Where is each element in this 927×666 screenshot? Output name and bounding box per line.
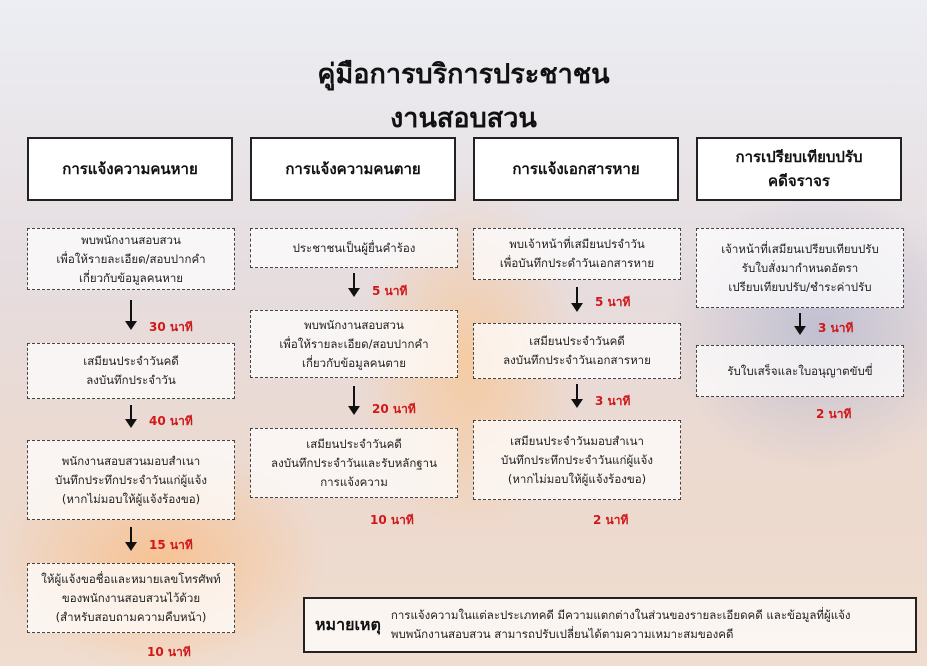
step-line: (หากไม่มอบให้ผู้แจ้งร้องขอ): [507, 471, 647, 486]
column-header-line: การเปรียบเทียบปรับ: [735, 148, 863, 166]
step-line: บันทึกประทึกประจำวันแก่ผู้แจ้ง: [501, 452, 653, 467]
step-duration: 3 นาที: [818, 321, 854, 335]
note-box: หมายเหตุ การแจ้งความในแต่ละประเภทคดี มีค…: [303, 597, 917, 653]
step-duration: 2 นาที: [593, 513, 629, 527]
step-line: เพื่อให้รายละเอียด/สอบปากคำ: [56, 251, 206, 266]
column-header: การเปรียบเทียบปรับคดีจราจร: [696, 137, 902, 201]
arrow-down-icon: [348, 386, 360, 415]
column-header-line: คดีจราจร: [768, 172, 830, 190]
step-duration: 20 นาที: [372, 402, 416, 416]
page-title: คู่มือการบริการประชาชน: [317, 59, 610, 90]
step-box: รับใบเสร็จและใบอนุญาตขับขี่: [696, 345, 904, 397]
step-line: เสมียนประจำวันมอบสำเนา: [510, 433, 644, 448]
step-line: ลงบันทึกประจำวันและรับหลักฐาน: [271, 455, 437, 470]
step-box: ประชาชนเป็นผู้ยื่นคำร้อง: [250, 228, 458, 268]
step-line: เจ้าหน้าที่เสมียนเปรียบเทียบปรับ: [721, 241, 879, 256]
step-box: เสมียนประจำวันคดีลงบันทึกประจำวันและรับห…: [250, 428, 458, 498]
step-line: พบพนักงานสอบสวน: [81, 232, 181, 247]
arrow-down-icon: [125, 300, 137, 330]
note-label: หมายเหตุ: [315, 614, 381, 634]
step-duration: 5 นาที: [595, 295, 631, 309]
step-duration: 15 นาที: [149, 538, 193, 552]
step-line: การแจ้งความ: [320, 474, 388, 489]
step-box: พบพนักงานสอบสวนเพื่อให้รายละเอียด/สอบปาก…: [27, 228, 235, 290]
step-line: ให้ผู้แจ้งขอชื่อและหมายเลขโทรศัพท์: [41, 571, 221, 586]
step-line: พบเจ้าหน้าที่เสมียนปรจำวัน: [509, 237, 645, 251]
step-duration: 5 นาที: [372, 284, 408, 298]
column-header: การแจ้งความคนหาย: [27, 137, 233, 201]
step-box: ให้ผู้แจ้งขอชื่อและหมายเลขโทรศัพท์ของพนั…: [27, 563, 235, 633]
arrow-down-icon: [571, 384, 583, 408]
note-line: พบพนักงานสอบสวน สามารถปรับเปลี่ยนได้ตามค…: [390, 627, 734, 641]
column-header: การแจ้งเอกสารหาย: [473, 137, 679, 201]
step-line: ประชาชนเป็นผู้ยื่นคำร้อง: [292, 240, 416, 255]
step-box: พบเจ้าหน้าที่เสมียนปรจำวันเพื่อบันทึกประ…: [473, 228, 681, 280]
step-duration: 2 นาที: [816, 407, 852, 421]
note-line: การแจ้งความในแต่ละประเภทคดี มีความแตกต่า…: [390, 608, 851, 622]
arrow-down-icon: [794, 313, 806, 335]
column-header-line: การแจ้งเอกสารหาย: [512, 160, 640, 178]
step-duration: 10 นาที: [147, 645, 191, 659]
step-box: เสมียนประจำวันคดีลงบันทึกประจำวันเอกสารห…: [473, 323, 681, 379]
step-line: เพื่อให้รายละเอียด/สอบปากคำ: [279, 336, 429, 351]
step-line: เสมียนประจำวันคดี: [83, 354, 179, 368]
step-duration: 40 นาที: [149, 414, 193, 428]
arrow-down-icon: [571, 287, 583, 312]
arrow-down-icon: [125, 405, 137, 428]
page-subtitle: งานสอบสวน: [390, 103, 537, 134]
step-line: พบพนักงานสอบสวน: [304, 317, 404, 332]
step-box: พนักงานสอบสวนมอบสำเนาบันทึกประทึกประจำวั…: [27, 440, 235, 520]
step-duration: 10 นาที: [370, 513, 414, 527]
step-box: เสมียนประจำวันคดีลงบันทึกประจำวัน: [27, 343, 235, 399]
step-line: ลงบันทึกประจำวัน: [86, 373, 176, 387]
step-line: ของพนักงานสอบสวนไว้ด้วย: [61, 590, 201, 605]
step-line: (สำหรับสอบถามความคืบหน้า): [55, 609, 207, 624]
step-box: เสมียนประจำวันมอบสำเนาบันทึกประทึกประจำว…: [473, 420, 681, 500]
step-duration: 3 นาที: [595, 394, 631, 408]
step-line: (หากไม่มอบให้ผู้แจ้งร้องขอ): [61, 491, 201, 506]
step-line: เสมียนประจำวันคดี: [529, 334, 625, 348]
column-header: การแจ้งความคนตาย: [250, 137, 456, 201]
step-line: พนักงานสอบสวนมอบสำเนา: [61, 453, 201, 468]
step-line: ลงบันทึกประจำวันเอกสารหาย: [503, 353, 651, 367]
step-box: พบพนักงานสอบสวนเพื่อให้รายละเอียด/สอบปาก…: [250, 310, 458, 378]
column-header-line: การแจ้งความคนตาย: [285, 160, 421, 178]
step-line: เพื่อบันทึกประดำวันเอกสารหาย: [499, 256, 655, 270]
step-box: เจ้าหน้าที่เสมียนเปรียบเทียบปรับรับใบสั่…: [696, 228, 904, 308]
step-line: เกี่ยวกับข้อมูลคนหาย: [78, 270, 184, 285]
step-duration: 30 นาที: [149, 320, 193, 334]
step-line: เปรียบเทียบปรับ/ชำระค่าปรับ: [728, 279, 872, 294]
column-header-line: การแจ้งความคนหาย: [62, 160, 198, 178]
step-line: รับใบเสร็จและใบอนุญาตขับขี่: [727, 363, 873, 378]
arrow-down-icon: [348, 273, 360, 297]
note-text: การแจ้งความในแต่ละประเภทคดี มีความแตกต่า…: [391, 606, 851, 644]
arrow-down-icon: [125, 527, 137, 551]
step-line: บันทึกประทึกประจำวันแก่ผู้แจ้ง: [55, 472, 207, 487]
step-line: รับใบสั่งมากำหนดอัตรา: [741, 260, 859, 275]
step-line: เสมียนประจำวันคดี: [306, 436, 402, 451]
step-line: เกี่ยวกับข้อมูลคนตาย: [302, 355, 406, 370]
